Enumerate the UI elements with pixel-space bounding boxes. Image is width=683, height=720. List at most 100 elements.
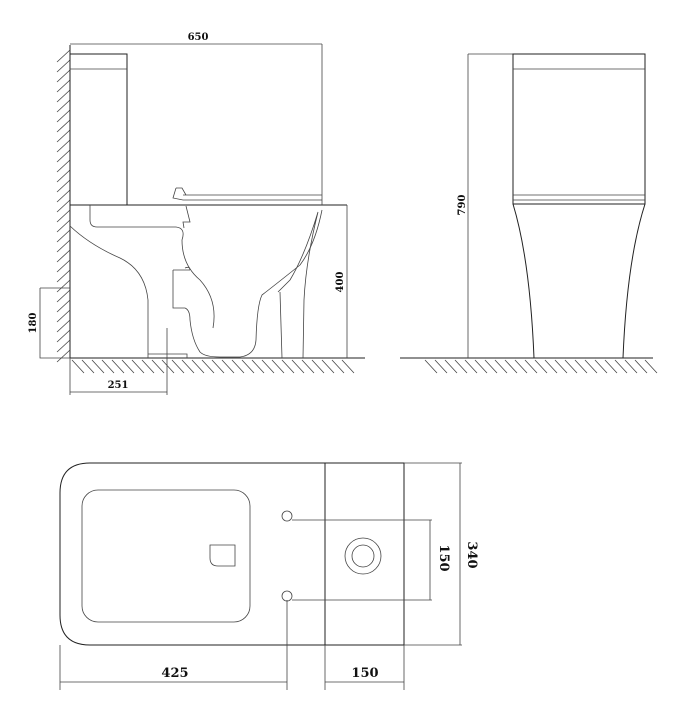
hatch-stroke: [514, 359, 528, 374]
hatch-stroke: [604, 359, 618, 374]
hatch-stroke: [56, 169, 71, 183]
hatch-stroke: [241, 359, 255, 374]
hatch-stroke: [524, 359, 538, 374]
dim-label-425: 425: [161, 666, 188, 681]
hatch-stroke: [56, 329, 71, 343]
dim-label-tank-150: 150: [351, 666, 378, 681]
hatch-stroke: [56, 49, 71, 63]
hatch-stroke: [464, 359, 478, 374]
hatch-stroke: [554, 359, 568, 374]
hatch-stroke: [131, 359, 145, 374]
dim-line-251: [69, 328, 168, 395]
seat-hinge: [182, 205, 191, 229]
trapway: [172, 209, 323, 358]
top-view: 150 340 425 150: [59, 462, 479, 690]
hatch-stroke: [151, 359, 165, 374]
hatch-stroke: [56, 69, 71, 83]
hatch-stroke: [281, 359, 295, 374]
hatch-stroke: [444, 359, 458, 374]
hatch-stroke: [331, 359, 345, 374]
trap-nub: [184, 266, 191, 271]
hatch-stroke: [614, 359, 628, 374]
dim-label-180: 180: [28, 313, 39, 334]
cistern-front: [512, 53, 646, 205]
hatch-stroke: [56, 99, 71, 113]
dim-line-hole-spacing: [292, 519, 432, 601]
wall-hatching: [56, 49, 71, 363]
hatch-stroke: [81, 359, 95, 374]
hatch-stroke: [534, 359, 548, 374]
hatch-stroke: [291, 359, 305, 374]
hatch-stroke: [221, 359, 235, 374]
hatch-stroke: [231, 359, 245, 374]
dim-label-340: 340: [464, 541, 479, 568]
hatch-stroke: [321, 359, 335, 374]
hatch-stroke: [141, 359, 155, 374]
hatch-stroke: [574, 359, 588, 374]
body-front-curve: [277, 211, 319, 359]
top-outline: [59, 462, 405, 646]
floor-hatching: [71, 359, 355, 374]
hatch-stroke: [56, 179, 71, 193]
dim-label-400: 400: [335, 272, 346, 293]
hatch-stroke: [191, 359, 205, 374]
cistern: [69, 53, 128, 206]
outlet-base: [148, 353, 188, 358]
hatch-stroke: [624, 359, 638, 374]
hatch-stroke: [211, 359, 225, 374]
seat-slot: [209, 544, 236, 567]
dim-line-425: [59, 600, 288, 690]
hatch-stroke: [494, 359, 508, 374]
hatch-stroke: [56, 269, 71, 283]
hatch-stroke: [56, 259, 71, 273]
fixing-hole-top: [281, 510, 293, 522]
hatch-stroke: [454, 359, 468, 374]
hatch-stroke: [474, 359, 488, 374]
dim-label-251: 251: [108, 380, 129, 391]
dim-line-tank-150: [324, 645, 405, 690]
hatch-stroke: [271, 359, 285, 374]
seat: [172, 187, 322, 201]
hatch-stroke: [484, 359, 498, 374]
hatch-stroke: [56, 149, 71, 163]
hatch-stroke: [101, 359, 115, 374]
hatch-stroke: [56, 249, 71, 263]
hatch-stroke: [56, 289, 71, 303]
hatch-stroke: [56, 139, 71, 153]
hatch-stroke: [341, 359, 355, 374]
hatch-stroke: [634, 359, 648, 374]
hatch-stroke: [56, 119, 71, 133]
dim-label-790: 790: [457, 195, 468, 216]
hatch-stroke: [261, 359, 275, 374]
cistern-lines: [513, 68, 645, 201]
hatch-stroke: [56, 209, 71, 223]
hatch-stroke: [56, 59, 71, 73]
hatch-stroke: [56, 319, 71, 333]
hatch-stroke: [161, 359, 175, 374]
hatch-stroke: [56, 309, 71, 323]
front-view: 790: [400, 53, 658, 374]
dim-line-340: [404, 462, 462, 646]
hatch-stroke: [544, 359, 558, 374]
hatch-stroke: [56, 349, 71, 363]
floor-hatching: [424, 359, 658, 374]
side-view: 650 400 180 251: [28, 32, 365, 395]
hatch-stroke: [56, 159, 71, 173]
trap-upper: [89, 205, 215, 329]
hatch-stroke: [594, 359, 608, 374]
hatch-stroke: [56, 199, 71, 213]
hatch-stroke: [564, 359, 578, 374]
hatch-stroke: [311, 359, 325, 374]
hatch-stroke: [424, 359, 438, 374]
body-back-curve: [69, 225, 149, 358]
hatch-stroke: [56, 109, 71, 123]
hatch-stroke: [111, 359, 125, 374]
dim-line-790: [467, 53, 513, 358]
hatch-stroke: [56, 189, 71, 203]
flush-button-inner: [351, 544, 375, 568]
hatch-stroke: [584, 359, 598, 374]
hatch-stroke: [201, 359, 215, 374]
hatch-stroke: [56, 129, 71, 143]
